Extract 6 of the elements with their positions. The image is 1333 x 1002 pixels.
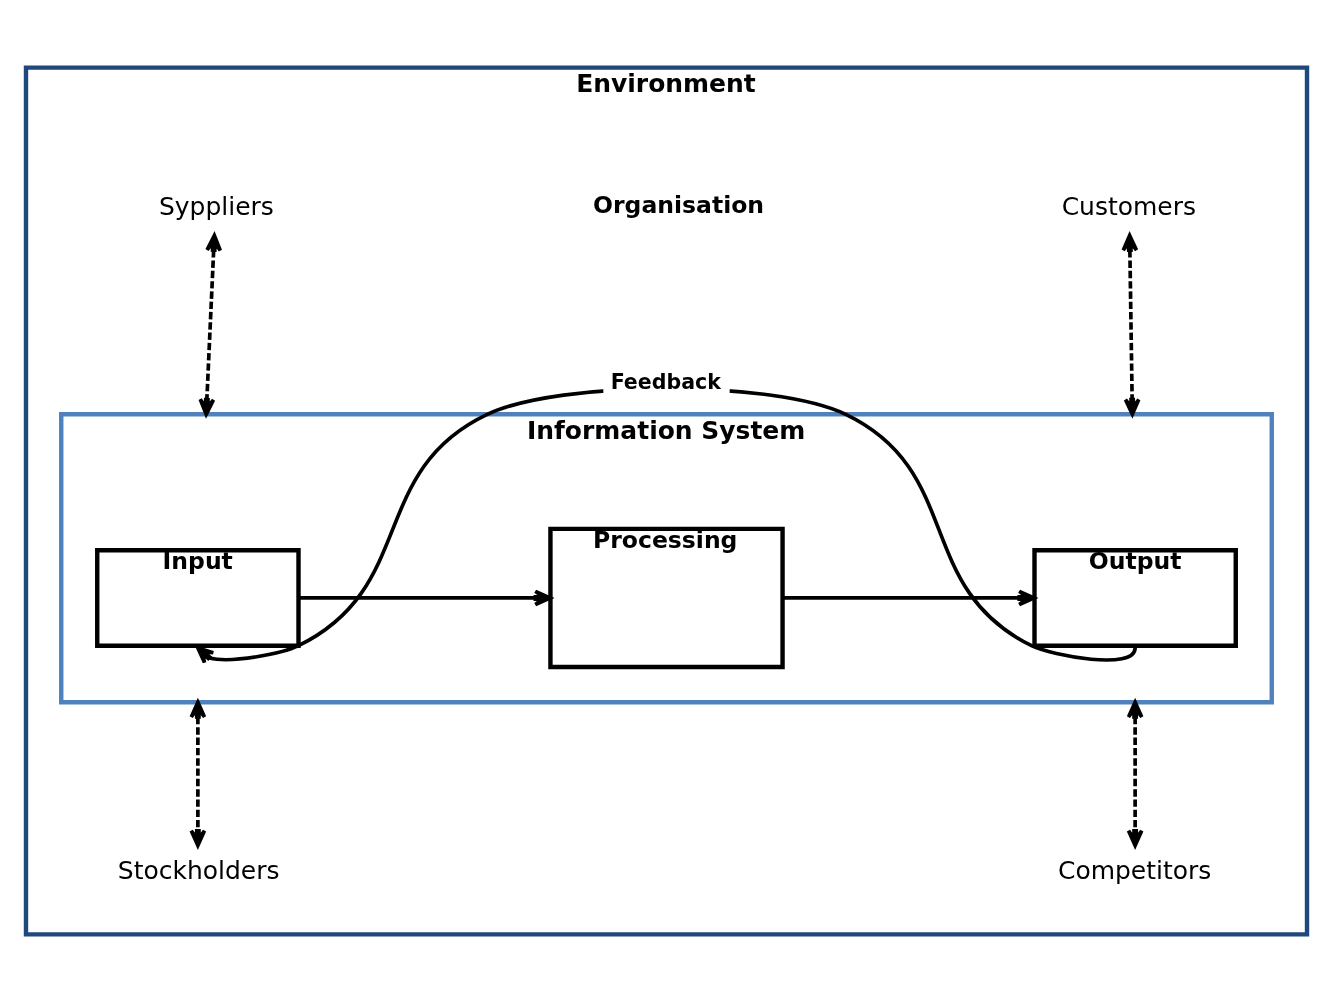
node-text: Customers [1061,191,1196,221]
node-text: Stockholders [117,855,280,885]
node-text: Syppliers [158,191,274,221]
edge-label: Feedback [610,369,721,394]
label: Organisation [593,190,765,219]
node-text: Competitors [1058,855,1212,885]
